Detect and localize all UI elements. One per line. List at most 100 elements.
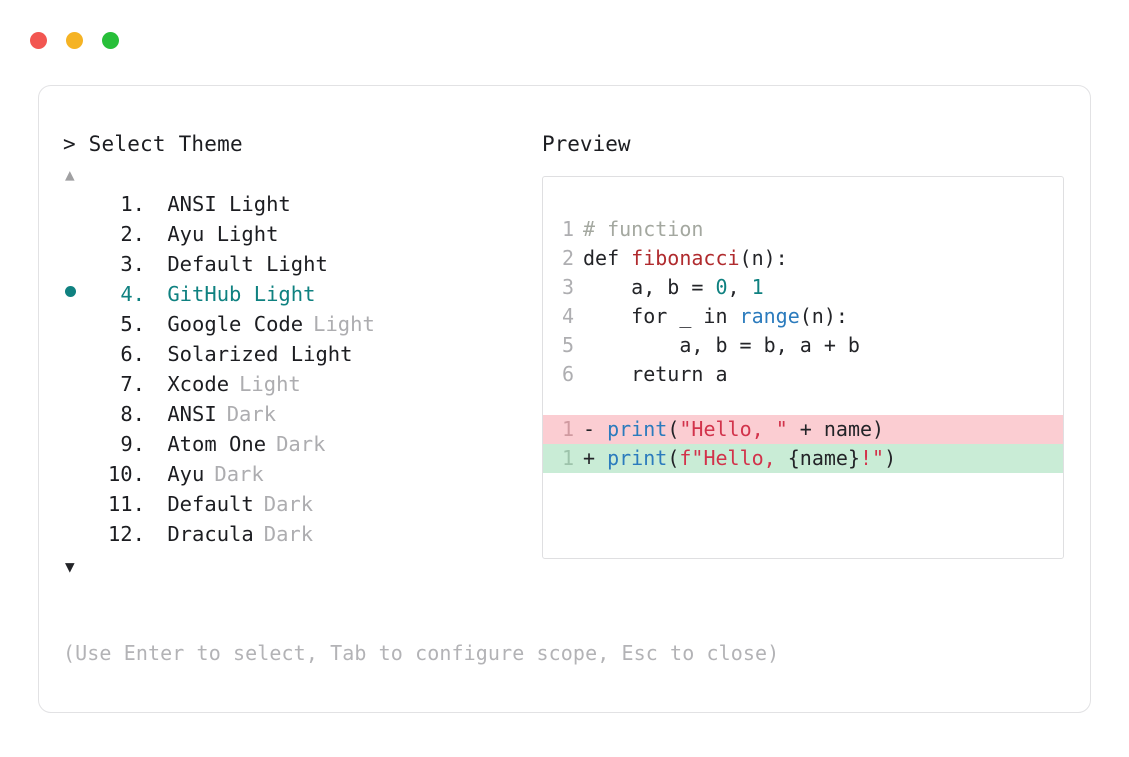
- theme-item-spacer: [145, 279, 167, 309]
- code-token: ,: [727, 275, 752, 299]
- code-token: 0: [715, 275, 728, 299]
- code-token: !": [859, 446, 885, 470]
- code-token: 1: [751, 275, 764, 299]
- theme-item-spacer: [145, 459, 167, 489]
- theme-item-name: Google Code: [167, 312, 304, 336]
- theme-item-index: 2.: [120, 222, 145, 246]
- code-line-content: def fibonacci(n):: [583, 244, 788, 273]
- scroll-up-arrow-icon[interactable]: ▲: [65, 165, 75, 184]
- theme-item-index: 1.: [120, 192, 145, 216]
- code-line-content: a, b = b, a + b: [583, 331, 860, 360]
- theme-item-spacer: [145, 249, 167, 279]
- code-line-number: 1: [561, 217, 574, 241]
- code-token: def: [583, 246, 632, 270]
- code-diff-sign: -: [583, 417, 608, 441]
- theme-item-spacer: [145, 489, 167, 519]
- theme-item-name: Atom One: [167, 432, 267, 456]
- code-diff-lines: 1- print("Hello, " + name)1+ print(f"Hel…: [543, 415, 1063, 473]
- code-token: print: [607, 417, 668, 441]
- theme-item-name: GitHub Light: [167, 282, 316, 306]
- theme-item-name: Xcode: [167, 372, 230, 396]
- selected-bullet-icon: [65, 286, 76, 297]
- code-token: (n):: [799, 304, 848, 328]
- theme-item-spacer: [145, 399, 167, 429]
- maximize-window-button[interactable]: [102, 32, 119, 49]
- code-token: (: [667, 417, 680, 441]
- theme-item-index: 5.: [120, 312, 145, 336]
- code-line: 3 a, b = 0, 1: [543, 273, 1063, 302]
- theme-item-index: 12.: [107, 522, 145, 546]
- picker-prompt-title: > Select Theme: [63, 132, 243, 156]
- code-line-content: return a: [583, 360, 728, 389]
- code-line-number: 5: [561, 333, 574, 357]
- theme-item-spacer: [145, 429, 167, 459]
- theme-item-spacer: [145, 219, 167, 249]
- theme-item-name: Dracula: [167, 522, 254, 546]
- theme-item-name: Solarized Light: [167, 342, 353, 366]
- theme-item-variant: Light: [313, 312, 375, 336]
- code-line: 4 for _ in range(n):: [543, 302, 1063, 331]
- theme-item-variant: Dark: [263, 522, 314, 546]
- code-line: 5 a, b = b, a + b: [543, 331, 1063, 360]
- code-token: print: [607, 446, 668, 470]
- code-diff-spacer: [543, 389, 1063, 415]
- code-token: fibonacci: [631, 246, 740, 270]
- code-token: {name}: [787, 446, 860, 470]
- theme-item-spacer: [145, 339, 167, 369]
- code-token: "Hello, ": [679, 417, 788, 441]
- code-diff-added-line: 1+ print(f"Hello, {name}!"): [543, 444, 1063, 473]
- code-token: + name): [787, 417, 885, 441]
- theme-list-item[interactable]: 8. ANSI Dark: [63, 399, 533, 429]
- theme-item-variant: Dark: [276, 432, 326, 456]
- code-token: a, b =: [583, 275, 716, 299]
- theme-item-index: 10.: [107, 462, 145, 486]
- theme-list-item[interactable]: 12. Dracula Dark: [63, 519, 533, 549]
- code-token: # function: [583, 217, 704, 241]
- theme-list-item[interactable]: 5. Google Code Light: [63, 309, 533, 339]
- scroll-down-arrow-icon[interactable]: ▼: [65, 557, 75, 576]
- code-token: for _ in: [583, 304, 740, 328]
- theme-item-index: 8.: [120, 402, 145, 426]
- theme-item-name: Default Light: [167, 252, 328, 276]
- theme-item-index: 3.: [120, 252, 145, 276]
- window-traffic-lights: [30, 32, 119, 49]
- theme-list-item[interactable]: 4. GitHub Light: [63, 279, 533, 309]
- close-window-button[interactable]: [30, 32, 47, 49]
- code-line-number: 4: [561, 304, 574, 328]
- code-token: (n):: [739, 246, 788, 270]
- code-token: return a: [583, 362, 728, 386]
- code-token: (: [667, 446, 680, 470]
- theme-list-item[interactable]: 6. Solarized Light: [63, 339, 533, 369]
- theme-item-spacer: [145, 189, 167, 219]
- theme-item-variant: Dark: [226, 402, 277, 426]
- code-line-number: 1: [561, 446, 574, 470]
- theme-item-spacer: [145, 369, 167, 399]
- keyboard-hint-text: (Use Enter to select, Tab to configure s…: [63, 641, 780, 665]
- theme-item-name: Ayu Light: [167, 222, 279, 246]
- code-diff-removed-line: 1- print("Hello, " + name): [543, 415, 1063, 444]
- code-diff-sign: +: [583, 446, 608, 470]
- theme-item-index: 11.: [107, 492, 145, 516]
- theme-list-item[interactable]: 2. Ayu Light: [63, 219, 533, 249]
- code-token: a, b = b, a + b: [583, 333, 860, 357]
- theme-item-variant: Dark: [214, 462, 264, 486]
- code-line-content: for _ in range(n):: [583, 302, 848, 331]
- code-line-number: 1: [561, 417, 574, 441]
- theme-list-item[interactable]: 1. ANSI Light: [63, 189, 533, 219]
- theme-item-name: Default: [167, 492, 254, 516]
- theme-list-item[interactable]: 3. Default Light: [63, 249, 533, 279]
- code-token: range: [739, 304, 800, 328]
- minimize-window-button[interactable]: [66, 32, 83, 49]
- theme-item-name: ANSI: [167, 402, 217, 426]
- code-line-number: 6: [561, 362, 574, 386]
- code-line: 1 # function: [543, 215, 1063, 244]
